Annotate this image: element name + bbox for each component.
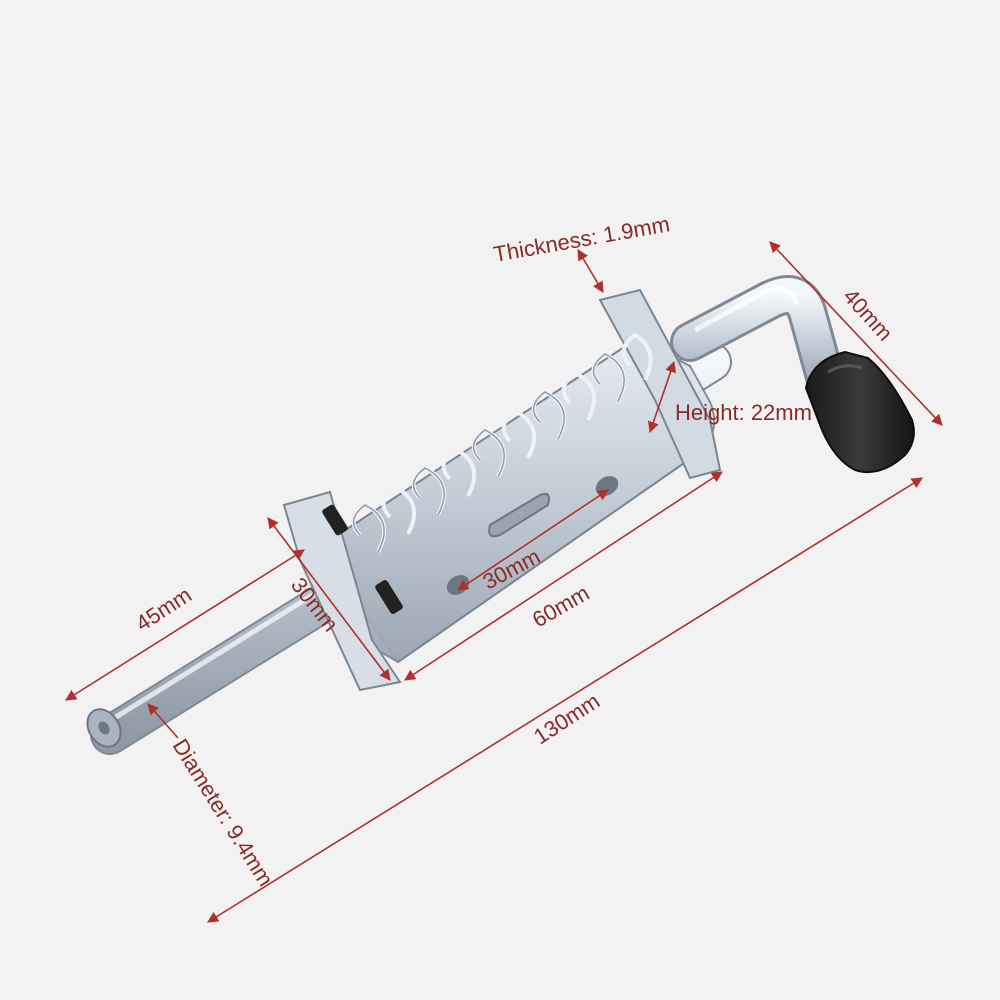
end-width-dimension-line — [267, 517, 391, 681]
rubber-cap — [804, 350, 915, 474]
height-dimension-line — [647, 360, 677, 434]
bracket-length-label: 60mm — [528, 580, 593, 632]
overall-height-label: 40mm — [838, 284, 897, 346]
height-label: Height: 22mm — [675, 400, 812, 425]
thickness-dimension-line — [577, 249, 604, 293]
overall-height-dimension-line — [769, 241, 943, 426]
dimension-lines — [65, 241, 943, 923]
bracket-housing — [282, 288, 722, 692]
overall-length-label: 130mm — [529, 688, 604, 749]
diameter-label: Diameter: 9.4mm — [168, 734, 279, 890]
overall-length-dimension-line — [207, 477, 923, 923]
diameter-dimension-line — [147, 703, 179, 739]
spring-bolt — [86, 275, 915, 755]
pin-length-label: 45mm — [131, 582, 196, 636]
thickness-label: Thickness: 1.9mm — [492, 211, 672, 267]
pin-length-dimension-line — [65, 549, 305, 701]
